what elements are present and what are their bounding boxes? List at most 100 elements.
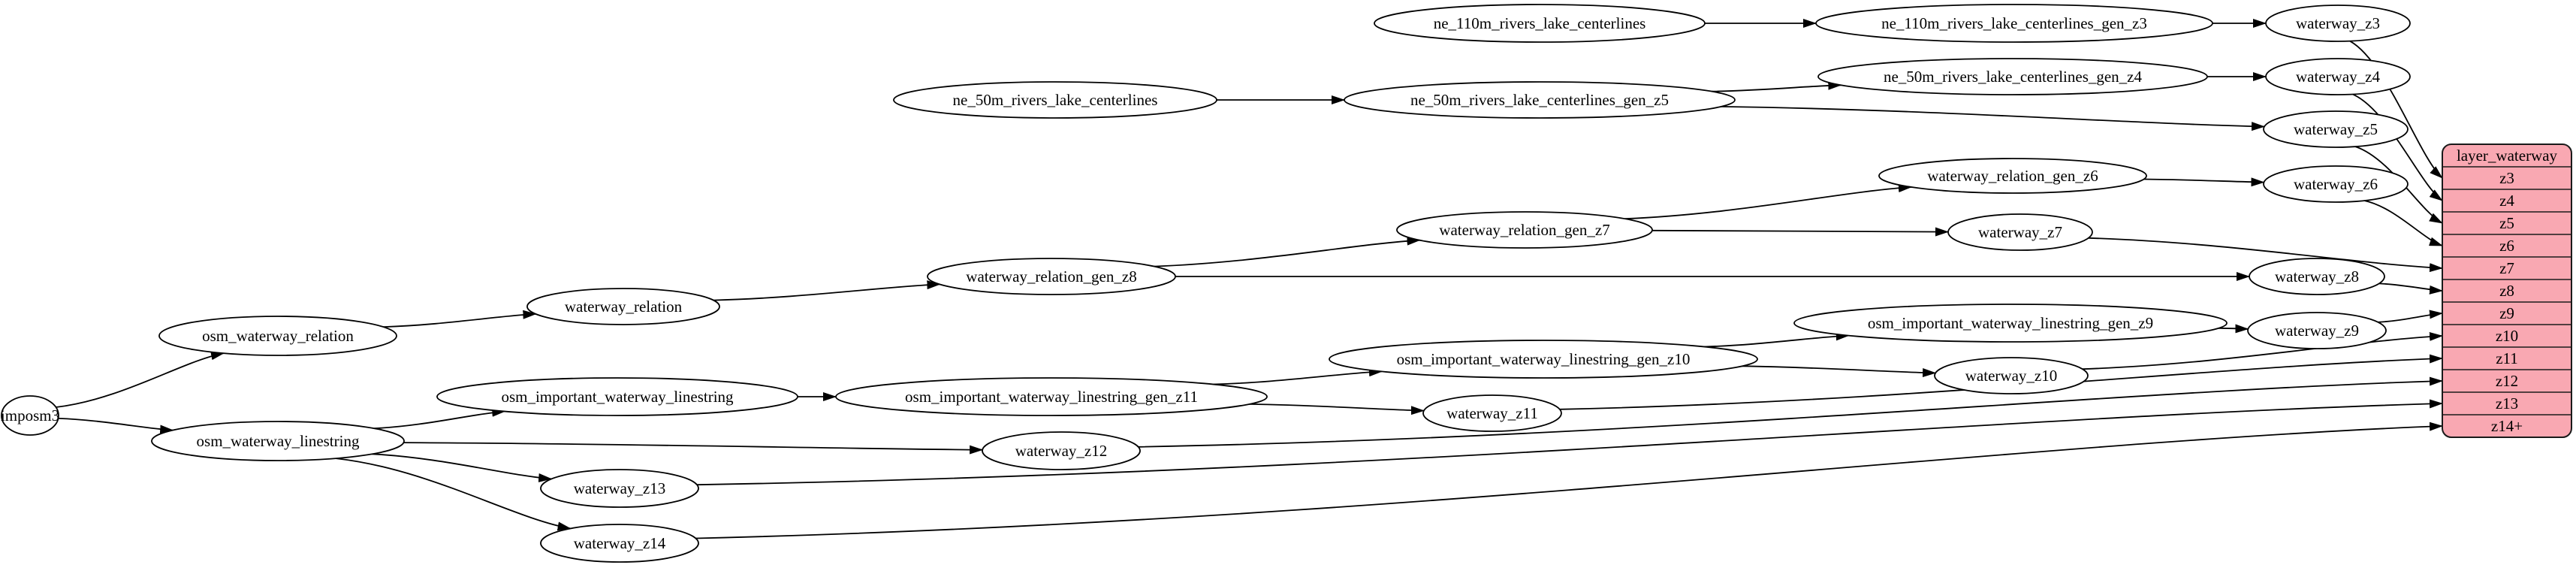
- edge-osm_waterway_linestring-waterway_z13: [372, 453, 553, 482]
- node-label: osm_important_waterway_linestring_gen_z1…: [1397, 350, 1691, 368]
- edge-waterway_relation_gen_z7-waterway_z7: [1651, 227, 1949, 237]
- table-row-z9: z9: [2499, 304, 2514, 322]
- edge-waterway_relation-waterway_relation_gen_z8: [713, 280, 941, 301]
- edge-osm_important_waterway_linestring_gen_z10-waterway_z10: [1742, 365, 1937, 378]
- node-osm_important_waterway_linestring_gen_z10: osm_important_waterway_linestring_gen_z1…: [1329, 340, 1758, 379]
- node-waterway_z13: waterway_z13: [540, 469, 699, 508]
- table-row-z10: z10: [2496, 327, 2518, 345]
- node-waterway_relation: waterway_relation: [526, 288, 720, 325]
- node-ellipse: [2247, 312, 2387, 349]
- table-row-z8: z8: [2499, 282, 2514, 300]
- node-ellipse: [1, 395, 59, 436]
- node-ellipse: [1396, 211, 1653, 249]
- edge-osm_waterway_linestring-waterway_z14: [336, 458, 572, 531]
- table-row-label: z12: [2496, 372, 2518, 390]
- edge-waterway_z7-layer_waterway-z7: [2088, 237, 2443, 273]
- node-label: ne_50m_rivers_lake_centerlines_gen_z5: [1410, 91, 1669, 109]
- node-waterway_z7: waterway_z7: [1947, 213, 2093, 251]
- node-label: waterway_z12: [1015, 442, 1107, 460]
- node-ellipse: [1374, 4, 1706, 43]
- nodes-layer: imposm3 osm_waterway_relation osm_waterway…: [1, 4, 2411, 563]
- edge-waterway_z10-layer_waterway-z10: [2082, 331, 2443, 370]
- node-label: waterway_relation: [565, 298, 683, 316]
- node-label: waterway_relation_gen_z7: [1439, 221, 1609, 239]
- node-osm_important_waterway_linestring_gen_z11: osm_important_waterway_linestring_gen_z1…: [835, 377, 1268, 416]
- node-label: imposm3: [1, 406, 59, 425]
- table-row-z5: z5: [2499, 214, 2514, 232]
- node-imposm3: imposm3: [1, 395, 59, 436]
- node-label: waterway_z10: [1965, 367, 2057, 385]
- node-waterway_z4: waterway_z4: [2265, 58, 2411, 95]
- node-waterway_z12: waterway_z12: [982, 431, 1141, 470]
- node-ellipse: [1329, 340, 1758, 379]
- edge-ne_50m_rivers_lake_centerlines_gen_z5-ne_50m_rivers_lake_centerlines_gen_z4: [1712, 80, 1842, 92]
- edge-osm_waterway_linestring-osm_important_waterway_linestring: [374, 407, 506, 430]
- edge-waterway_z4-layer_waterway-z4: [2352, 93, 2443, 201]
- node-waterway_z11: waterway_z11: [1422, 394, 1562, 432]
- node-label: ne_50m_rivers_lake_centerlines: [953, 91, 1158, 109]
- table-row-z6: z6: [2499, 237, 2514, 255]
- node-waterway_z5: waterway_z5: [2263, 110, 2409, 148]
- edge-waterway_z8-layer_waterway-z8: [2378, 282, 2443, 295]
- node-osm_important_waterway_linestring_gen_z9: osm_important_waterway_linestring_gen_z9: [1793, 304, 2228, 343]
- table-row-z4: z4: [2499, 192, 2514, 210]
- node-ne_50m_rivers_lake_centerlines: ne_50m_rivers_lake_centerlines: [893, 81, 1217, 119]
- node-waterway_relation_gen_z6: waterway_relation_gen_z6: [1878, 158, 2147, 194]
- node-osm_waterway_linestring: osm_waterway_linestring: [151, 421, 405, 461]
- edge-osm_important_waterway_linestring_gen_z11-waterway_z11: [1249, 403, 1425, 415]
- node-ellipse: [1817, 58, 2208, 95]
- node-ne_50m_rivers_lake_centerlines_gen_z5: ne_50m_rivers_lake_centerlines_gen_z5: [1344, 81, 1736, 119]
- node-ellipse: [1815, 4, 2213, 43]
- node-label: osm_important_waterway_linestring_gen_z1…: [905, 388, 1198, 406]
- table-row-label: z14+: [2491, 417, 2523, 435]
- table-row-label: z10: [2496, 327, 2518, 345]
- edge-osm_important_waterway_linestring_gen_z10-osm_important_waterway_linestring_gen_z9: [1703, 331, 1850, 348]
- node-waterway_relation_gen_z8: waterway_relation_gen_z8: [927, 258, 1176, 295]
- node-label: waterway_z5: [2294, 120, 2378, 138]
- node-waterway_z8: waterway_z8: [2249, 258, 2385, 295]
- node-ellipse: [2265, 58, 2411, 95]
- node-label: osm_waterway_linestring: [197, 432, 360, 450]
- edge-waterway_z13-layer_waterway-z13: [696, 399, 2443, 486]
- edge-ne_50m_rivers_lake_centerlines_gen_z5-waterway_z5: [1721, 106, 2265, 131]
- node-ellipse: [540, 524, 699, 563]
- table-row-z11: z11: [2496, 349, 2518, 367]
- edge-osm_important_waterway_linestring_gen_z9-waterway_z9: [2219, 324, 2249, 334]
- edge-imposm3-osm_waterway_relation: [56, 351, 225, 408]
- node-label: waterway_z11: [1446, 404, 1538, 422]
- table-row-z13: z13: [2496, 394, 2518, 412]
- node-ellipse: [436, 377, 798, 416]
- table-row-z12: z12: [2496, 372, 2518, 390]
- table-row-label: z9: [2499, 304, 2514, 322]
- node-waterway_z10: waterway_z10: [1934, 357, 2089, 394]
- node-label: waterway_z8: [2275, 267, 2359, 286]
- edge-waterway_relation_gen_z8-waterway_relation_gen_z7: [1154, 236, 1421, 267]
- edge-imposm3-osm_waterway_linestring: [58, 418, 174, 434]
- edge-osm_important_waterway_linestring_gen_z11-osm_important_waterway_linestring_gen_z10: [1213, 367, 1383, 385]
- node-ellipse: [835, 377, 1268, 416]
- node-ellipse: [2265, 5, 2411, 42]
- node-ellipse: [1934, 357, 2089, 394]
- node-ellipse: [540, 469, 699, 508]
- node-ellipse: [526, 288, 720, 325]
- node-label: waterway_z3: [2296, 14, 2380, 32]
- table-row-z14plus: z14+: [2491, 417, 2523, 435]
- table-row-label: z6: [2499, 237, 2514, 255]
- node-ellipse: [982, 431, 1141, 470]
- node-ne_50m_rivers_lake_centerlines_gen_z4: ne_50m_rivers_lake_centerlines_gen_z4: [1817, 58, 2208, 95]
- node-osm_important_waterway_linestring: osm_important_waterway_linestring: [436, 377, 798, 416]
- node-ellipse: [158, 316, 397, 356]
- node-waterway_z6: waterway_z6: [2263, 165, 2409, 203]
- node-ellipse: [1793, 304, 2228, 343]
- edge-waterway_z6-layer_waterway-z6: [2363, 200, 2443, 246]
- edge-waterway_relation_gen_z7-waterway_relation_gen_z6: [1624, 183, 1912, 220]
- edge-waterway_z9-layer_waterway-z9: [2378, 310, 2443, 323]
- node-label: osm_waterway_relation: [202, 327, 354, 345]
- node-label: waterway_z9: [2275, 322, 2359, 340]
- node-label: waterway_z13: [574, 479, 665, 497]
- edge-osm_waterway_relation-waterway_relation: [383, 310, 537, 328]
- node-osm_waterway_relation: osm_waterway_relation: [158, 316, 397, 356]
- table-layer_waterway: layer_waterwayz3z4z5z6z7z8z9z10z11z12z13…: [2442, 144, 2572, 438]
- node-label: ne_110m_rivers_lake_centerlines: [1434, 14, 1646, 32]
